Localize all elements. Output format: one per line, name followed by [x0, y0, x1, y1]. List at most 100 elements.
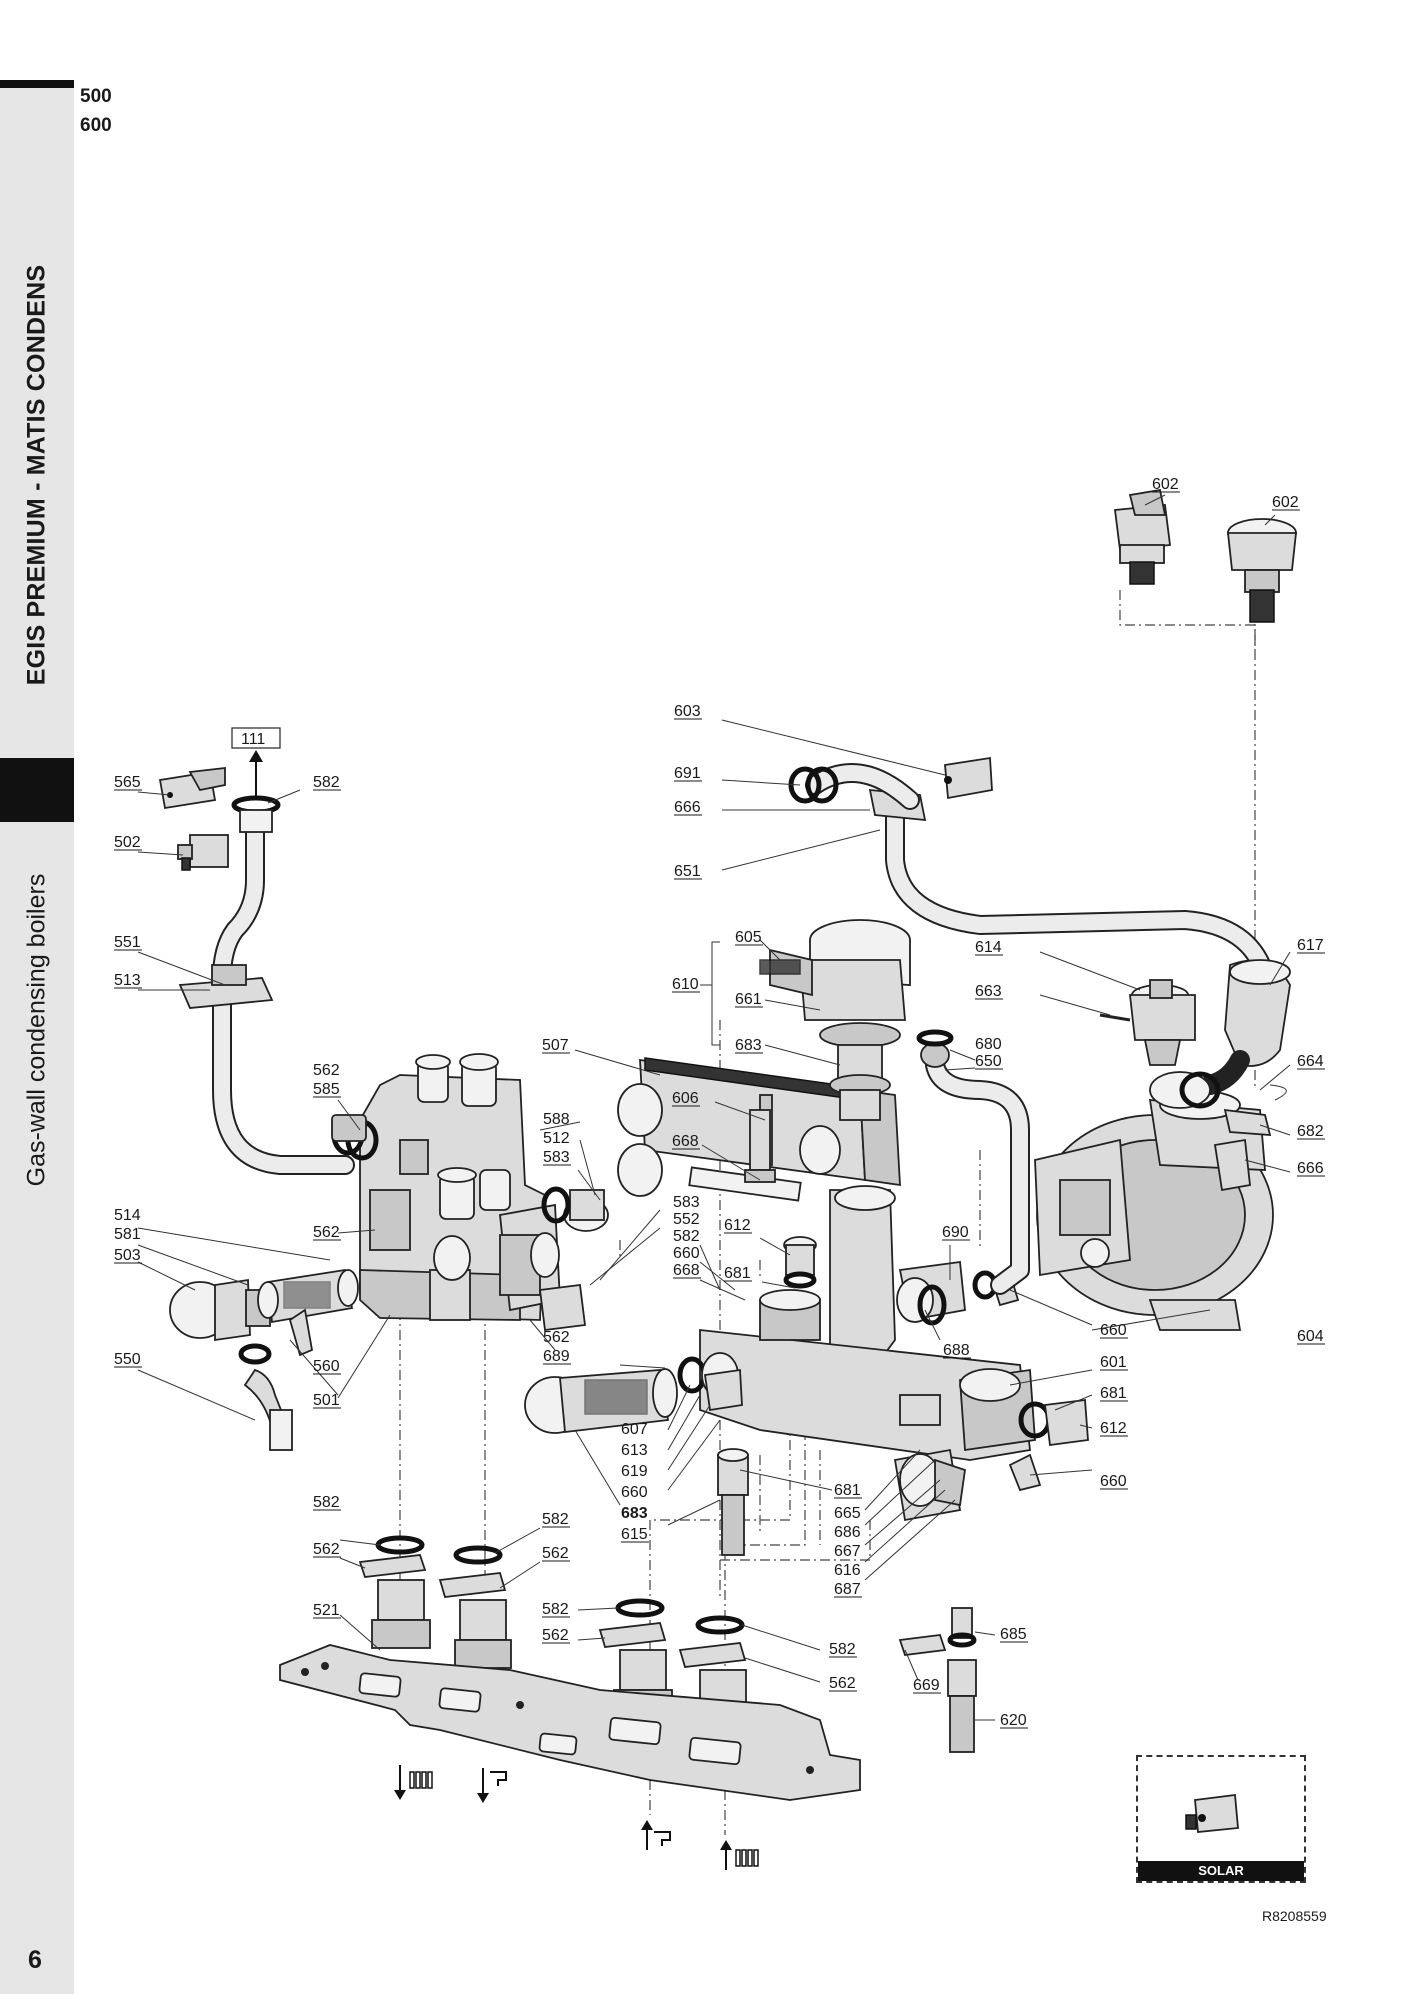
label-585: 585	[313, 1081, 340, 1098]
label-501: 501	[313, 1392, 340, 1409]
hydraulic-block-501	[359, 1053, 546, 1321]
label-668: 668	[672, 1133, 699, 1150]
label-680: 680	[975, 1036, 1002, 1053]
drain-685-620	[898, 1607, 977, 1753]
part-612-right	[1018, 1398, 1089, 1447]
label-513: 513	[114, 972, 141, 989]
manifold-601	[699, 1185, 1036, 1461]
label-660: 660	[621, 1484, 648, 1501]
clip-513	[178, 964, 274, 1009]
pipe-603-top	[788, 763, 920, 810]
label-111: 111	[241, 731, 265, 748]
label-665: 665	[834, 1505, 861, 1522]
sensor-603	[944, 756, 993, 800]
valve-613	[677, 1352, 743, 1412]
cartridge-615	[717, 1448, 749, 1556]
trap-617	[1200, 959, 1291, 1095]
label-687: 687	[834, 1581, 861, 1598]
label-616: 616	[834, 1562, 861, 1579]
part-labels: 111 565 582 502 551 513 562 585 588 512 …	[114, 476, 1324, 1729]
label-681: 681	[724, 1265, 751, 1282]
label-660: 660	[1100, 1322, 1127, 1339]
label-550: 550	[114, 1351, 141, 1368]
clip-560	[288, 1308, 314, 1357]
label-612: 612	[724, 1217, 751, 1234]
label-661: 661	[735, 991, 762, 1008]
label-503: 503	[114, 1247, 141, 1264]
label-667: 667	[834, 1543, 861, 1560]
pump-604	[1034, 1090, 1274, 1331]
label-underlines	[114, 491, 1325, 1729]
label-615: 615	[621, 1526, 648, 1543]
model-numbers: 500 600	[80, 82, 112, 140]
model-600: 600	[80, 115, 112, 136]
label-620: 620	[1000, 1712, 1027, 1729]
label-601: 601	[1100, 1354, 1127, 1371]
label-651: 651	[674, 863, 701, 880]
label-562: 562	[542, 1627, 569, 1644]
label-562: 562	[313, 1062, 340, 1079]
filter-514	[257, 1268, 359, 1324]
label-685: 685	[1000, 1626, 1027, 1643]
label-603: 603	[674, 703, 701, 720]
part-606	[744, 1109, 776, 1183]
mounting-plate-521	[279, 1644, 861, 1801]
label-588: 588	[543, 1111, 570, 1128]
filter-512	[541, 1186, 609, 1232]
pipe-651	[868, 788, 1275, 985]
label-681: 681	[834, 1482, 861, 1499]
pipe-650	[916, 1029, 1030, 1295]
label-562: 562	[829, 1675, 856, 1692]
tap-in-icon	[641, 1820, 671, 1850]
radiator-out-icon	[394, 1765, 433, 1800]
label-582: 582	[542, 1601, 569, 1618]
label-683: 683	[735, 1037, 762, 1054]
sidebar-top-bar	[0, 80, 74, 88]
label-604: 604	[1297, 1328, 1324, 1345]
label-582: 582	[313, 1494, 340, 1511]
label-512: 512	[543, 1130, 570, 1147]
label-582: 582	[673, 1228, 700, 1245]
arrow-up-icon	[249, 750, 263, 798]
label-502: 502	[114, 834, 141, 851]
sensor-614	[1099, 979, 1196, 1066]
label-666: 666	[1297, 1160, 1324, 1177]
model-500: 500	[80, 86, 112, 107]
pressure-switch-602-a	[1113, 488, 1172, 585]
label-664: 664	[1297, 1053, 1324, 1070]
expansion-valve-503	[169, 1278, 271, 1342]
filter-689	[524, 1368, 678, 1434]
label-666: 666	[674, 799, 701, 816]
label-514: 514	[114, 1207, 141, 1224]
heat-exchanger-507	[617, 1057, 901, 1202]
page-number: 6	[28, 1946, 42, 1974]
pressure-switch-602-b	[1226, 518, 1298, 623]
sidebar	[0, 80, 74, 1994]
label-602: 602	[1272, 494, 1299, 511]
label-583: 583	[673, 1194, 700, 1211]
label-650: 650	[975, 1053, 1002, 1070]
label-602: 602	[1152, 476, 1179, 493]
valve-688	[896, 1260, 966, 1326]
label-683: 683	[621, 1505, 648, 1522]
label-617: 617	[1297, 937, 1324, 954]
label-690: 690	[942, 1224, 969, 1241]
fittings-664-682-666	[1149, 1071, 1287, 1192]
part-612-mid	[783, 1236, 817, 1289]
label-681: 681	[1100, 1385, 1127, 1402]
valve-665	[893, 1448, 966, 1522]
label-581: 581	[114, 1226, 141, 1243]
solar-label: SOLAR	[1138, 1861, 1304, 1881]
label-582: 582	[313, 774, 340, 791]
label-613: 613	[621, 1442, 648, 1459]
label-560: 560	[313, 1358, 340, 1375]
radiator-in-icon	[720, 1840, 759, 1870]
fan-605	[759, 919, 911, 1121]
label-682: 682	[1297, 1123, 1324, 1140]
leader-lines	[137, 494, 1291, 1721]
ref-box-111	[231, 727, 281, 749]
solar-sensor	[1185, 1793, 1239, 1833]
label-521: 521	[313, 1602, 340, 1619]
label-562: 562	[542, 1545, 569, 1562]
